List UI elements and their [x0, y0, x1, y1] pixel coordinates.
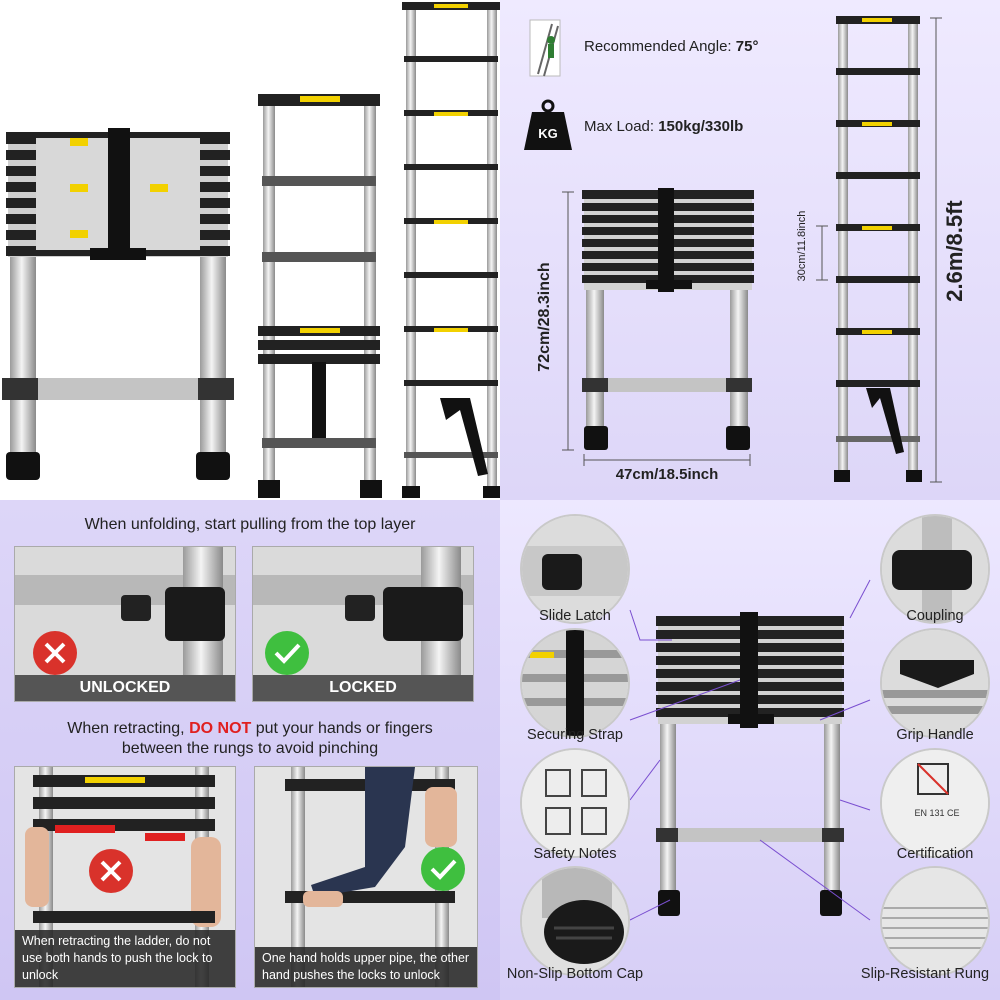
collapsed-ladder-dimensioned [582, 188, 754, 450]
coupling-label: Coupling [906, 608, 964, 624]
certification-label: Certification [896, 846, 974, 862]
grip-handle-label: Grip Handle [896, 727, 974, 743]
max-load-spec: Max Load: 150kg/330lb [584, 118, 743, 135]
half-extended-ladder [258, 94, 382, 498]
grip-handle-detail [880, 628, 990, 738]
certification-text: EN 131 CE [914, 808, 959, 818]
weight-icon-text: KG [538, 126, 558, 141]
width-dimension: 47cm/18.5inch [615, 466, 719, 483]
locked-example: LOCKED [252, 546, 474, 702]
retract-after: put your hands or fingers [255, 720, 433, 737]
recommended-angle-spec: Recommended Angle: 75° [584, 38, 758, 55]
non-slip-cap-label: Non-Slip Bottom Cap [506, 966, 644, 982]
ladder-stages-panel [0, 0, 500, 500]
safety-notes-detail [520, 748, 630, 858]
slip-resistant-rung-label: Slip-Resistant Rung [860, 966, 990, 982]
usage-instructions-panel: When unfolding, start pulling from the t… [0, 500, 500, 1000]
dimension-diagram: KG [524, 16, 942, 483]
feature-ladder-illustration [629, 579, 871, 921]
unlocked-label: UNLOCKED [15, 675, 235, 701]
extended-height-dimension: 2.6m/8.5ft [942, 200, 967, 302]
closed-height-dimension: 72cm/28.3inch [536, 262, 553, 372]
securing-strap-detail [520, 628, 630, 738]
correct-retract-caption: One hand holds upper pipe, the other han… [255, 947, 477, 987]
correct-retract-example: One hand holds upper pipe, the other han… [254, 766, 478, 988]
wrong-retract-caption: When retracting the ladder, do not use b… [15, 930, 235, 987]
load-label: Max Load: [584, 118, 655, 135]
retract-before: When retracting, [67, 720, 185, 737]
features-panel: Slide Latch Securing Strap Safety Notes … [500, 500, 1000, 1000]
extended-ladder-dimensioned [834, 16, 922, 482]
collapsed-ladder [2, 128, 234, 480]
load-value: 150kg/330lb [658, 118, 744, 135]
retract-warning: DO NOT [189, 720, 252, 737]
non-slip-cap-detail [520, 866, 630, 976]
wrong-retract-example: When retracting the ladder, do not use b… [14, 766, 236, 988]
angle-label: Recommended Angle: [584, 38, 732, 55]
locked-label: LOCKED [253, 675, 473, 701]
coupling-detail [880, 514, 990, 624]
retract-header-line2: between the rungs to avoid pinching [121, 740, 379, 757]
rung-spacing-dimension: 30cm/11.8inch [796, 210, 808, 282]
weight-icon: KG [524, 99, 572, 150]
unfold-header: When unfolding, start pulling from the t… [84, 516, 416, 533]
angle-value: 75° [735, 38, 759, 55]
certification-detail: EN 131 CE [880, 748, 990, 858]
securing-strap-label: Securing Strap [527, 727, 623, 743]
specifications-panel: KG [500, 0, 1000, 500]
slip-resistant-rung-detail [880, 866, 990, 976]
slide-latch-label: Slide Latch [539, 608, 611, 624]
unlocked-example: UNLOCKED [14, 546, 236, 702]
retract-header-line1: When retracting, DO NOT put your hands o… [0, 720, 500, 738]
fully-extended-ladder [402, 2, 500, 498]
safety-notes-label: Safety Notes [533, 846, 617, 862]
ladder-angle-icon [529, 19, 561, 77]
wrong-retract-illustration [15, 767, 235, 987]
ladder-stages-illustration [2, 2, 500, 498]
check-icon-bg [265, 631, 309, 675]
slide-latch-detail [520, 514, 630, 624]
